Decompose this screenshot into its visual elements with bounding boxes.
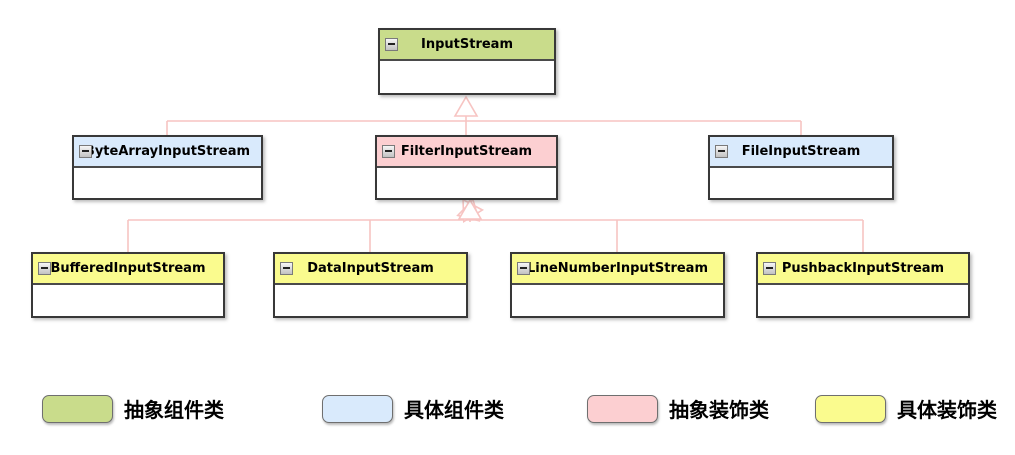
legend-label: 抽象组件类 <box>124 400 224 422</box>
class-box-inputstream: InputStream <box>378 28 556 95</box>
collapse-minus-icon[interactable] <box>280 261 293 275</box>
class-body <box>710 168 892 198</box>
class-name: FileInputStream <box>741 144 861 159</box>
legend-swatch-blue <box>322 394 393 423</box>
class-body <box>512 285 723 316</box>
class-header: BufferedInputStream <box>33 254 223 285</box>
generalization-arrow-icon <box>456 198 481 222</box>
collapse-minus-icon[interactable] <box>385 37 398 51</box>
class-header: DataInputStream <box>275 254 466 285</box>
legend-item-concrete-component: 具体组件类 <box>322 394 504 423</box>
class-body <box>377 168 556 198</box>
class-box-fileinputstream: FileInputStream <box>708 135 894 200</box>
class-header: LineNumberInputStream <box>512 254 723 285</box>
legend-label: 具体组件类 <box>404 400 504 422</box>
legend-swatch-pink <box>587 394 658 423</box>
class-body <box>275 285 466 316</box>
class-box-filterinputstream: FilterInputStream <box>375 135 558 200</box>
class-box-bytearrayinputstream: ByteArrayInputStream <box>72 135 263 200</box>
collapse-minus-icon[interactable] <box>763 261 776 275</box>
class-body <box>33 285 223 316</box>
class-name: ByteArrayInputStream <box>84 144 251 159</box>
collapse-minus-icon[interactable] <box>517 261 530 275</box>
legend-swatch-yellow <box>815 394 886 423</box>
class-name: LineNumberInputStream <box>526 261 709 276</box>
legend-item-abstract-decorator: 抽象装饰类 <box>587 394 769 423</box>
class-box-pushbackinputstream: PushbackInputStream <box>756 252 970 318</box>
collapse-minus-icon[interactable] <box>715 144 728 158</box>
class-header: FilterInputStream <box>377 137 556 168</box>
collapse-minus-icon[interactable] <box>38 261 51 275</box>
collapse-minus-icon[interactable] <box>382 144 395 158</box>
legend-label: 抽象装饰类 <box>669 400 769 422</box>
class-body <box>74 168 261 198</box>
class-name: PushbackInputStream <box>781 261 945 276</box>
class-header: InputStream <box>380 30 554 61</box>
class-name: FilterInputStream <box>400 144 533 159</box>
class-header: FileInputStream <box>710 137 892 168</box>
class-name: BufferedInputStream <box>50 261 206 276</box>
class-box-linenumberinputstream: LineNumberInputStream <box>510 252 725 318</box>
generalization-arrow-icon <box>457 198 483 220</box>
legend-label: 具体装饰类 <box>897 400 997 422</box>
legend-item-concrete-decorator: 具体装饰类 <box>815 394 997 423</box>
class-box-bufferedinputstream: BufferedInputStream <box>31 252 225 318</box>
class-box-datainputstream: DataInputStream <box>273 252 468 318</box>
class-name: InputStream <box>421 37 513 52</box>
generalization-arrow-icon <box>453 95 479 117</box>
class-body <box>380 61 554 93</box>
legend-swatch-green <box>42 394 113 423</box>
class-header: PushbackInputStream <box>758 254 968 285</box>
collapse-minus-icon[interactable] <box>79 144 92 158</box>
class-header: ByteArrayInputStream <box>74 137 261 168</box>
class-body <box>758 285 968 316</box>
class-name: DataInputStream <box>307 261 434 276</box>
legend-item-abstract-component: 抽象组件类 <box>42 394 224 423</box>
